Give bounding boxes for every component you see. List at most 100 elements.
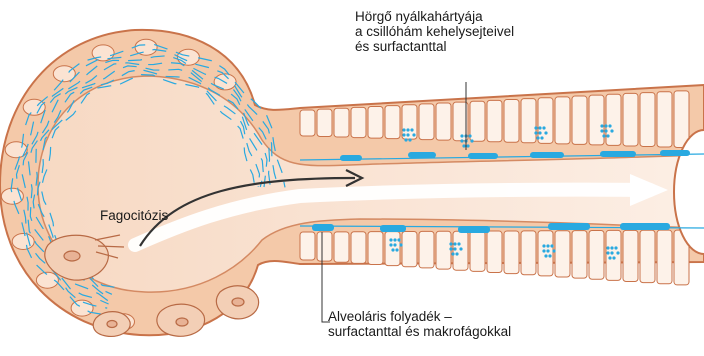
surfactant-dot — [455, 252, 458, 255]
epithelial-cell — [623, 93, 638, 146]
epithelial-cell — [368, 107, 383, 139]
epithelial-cell — [419, 104, 434, 140]
surfactant-patch — [340, 155, 362, 161]
epithelial-cell — [504, 100, 519, 143]
surfactant-patch — [548, 223, 590, 230]
epithelial-cell — [521, 99, 536, 143]
surfactant-dot — [610, 129, 613, 132]
surfactant-dot — [610, 246, 613, 249]
surfactant-dot — [404, 138, 407, 141]
surfactant-dot — [536, 136, 539, 139]
alveolar-fluid-line-1: Alveoláris folyadék – — [328, 309, 511, 324]
surfactant-patch — [458, 226, 490, 233]
surfactant-dot — [550, 244, 553, 247]
surfactant-dot — [604, 129, 607, 132]
epithelial-cell — [300, 110, 315, 136]
surfactant-dot — [402, 128, 405, 131]
surfactant-dot — [457, 242, 460, 245]
surfactant-dot — [412, 133, 415, 136]
surfactant-dot — [462, 144, 465, 147]
surfactant-dot — [460, 134, 463, 137]
epithelial-cell — [606, 94, 621, 145]
epithelial-cell — [317, 232, 332, 261]
epithelial-cell — [419, 231, 434, 268]
epithelial-cell — [572, 231, 587, 279]
surfactant-dot — [600, 129, 603, 132]
surfactant-dot — [606, 251, 609, 254]
surfactant-patch — [312, 224, 334, 231]
epithelial-cell — [572, 96, 587, 144]
epithelial-cell — [555, 231, 570, 277]
alveolar-fluid-line-2: surfactanttal és makrofágokkal — [328, 324, 511, 339]
epithelial-cell — [640, 93, 655, 147]
surfactant-dot — [449, 247, 452, 250]
epithelial-cell — [334, 232, 349, 262]
surfactant-dot — [548, 254, 551, 257]
alveolar-cell — [12, 234, 34, 250]
surfactant-dot — [402, 133, 405, 136]
surfactant-dot — [608, 124, 611, 127]
epithelial-cell — [317, 109, 332, 136]
surfactant-dot — [389, 243, 392, 246]
surfactant-dot — [406, 128, 409, 131]
bronchus-mucosa-label: Hörgő nyálkahártyája a csillóhám kehelys… — [355, 9, 514, 54]
epithelial-cell — [334, 108, 349, 137]
surfactant-dot — [552, 249, 555, 252]
epithelial-cell — [385, 106, 400, 139]
surfactant-dot — [602, 134, 605, 137]
surfactant-dot — [546, 249, 549, 252]
surfactant-dot — [451, 252, 454, 255]
phagocytosis-label: Fagocitózis — [100, 208, 168, 223]
surfactant-dot — [459, 247, 462, 250]
epithelial-cell — [351, 232, 366, 264]
epithelial-cell — [487, 100, 502, 141]
epithelial-cell — [487, 231, 502, 272]
surfactant-patch — [468, 153, 498, 159]
surfactant-dot — [470, 139, 473, 142]
epithelial-cell — [300, 232, 315, 260]
surfactant-dot — [534, 126, 537, 129]
epithelial-cell — [555, 97, 570, 144]
surfactant-dot — [393, 243, 396, 246]
surfactant-dot — [466, 144, 469, 147]
surfactant-patch — [408, 152, 436, 158]
surfactant-dot — [391, 248, 394, 251]
surfactant-dot — [608, 256, 611, 259]
surfactant-patch — [380, 225, 406, 232]
epithelial-cell — [402, 231, 417, 266]
epithelial-cell — [521, 231, 536, 275]
surfactant-dot — [453, 242, 456, 245]
surfactant-dot — [606, 134, 609, 137]
bronchus-mucosa-line-2: a csillóhám kehelysejteivel — [355, 24, 514, 39]
surfactant-patch — [620, 223, 670, 230]
surfactant-dot — [389, 238, 392, 241]
surfactant-dot — [544, 131, 547, 134]
surfactant-dot — [542, 249, 545, 252]
epithelial-cell — [436, 231, 451, 269]
surfactant-patch — [600, 151, 636, 157]
surfactant-dot — [614, 246, 617, 249]
surfactant-dot — [468, 134, 471, 137]
alveolar-fluid-label: Alveoláris folyadék – surfactanttal és m… — [328, 309, 511, 339]
surfactant-dot — [616, 251, 619, 254]
surfactant-dot — [606, 246, 609, 249]
epithelial-cell — [351, 107, 366, 137]
epithelial-cell — [436, 103, 451, 140]
epithelial-cell — [589, 95, 604, 145]
surfactant-dot — [534, 131, 537, 134]
surfactant-dot — [542, 244, 545, 247]
epithelial-cell — [504, 231, 519, 274]
surfactant-dot — [449, 242, 452, 245]
surfactant-patch — [530, 152, 564, 158]
surfactant-patch — [660, 150, 690, 156]
epithelial-cell — [657, 230, 672, 284]
surfactant-dot — [542, 126, 545, 129]
bronchus-mucosa-line-1: Hörgő nyálkahártyája — [355, 9, 514, 24]
epithelial-cells-bottom — [300, 230, 689, 285]
epithelial-cell — [470, 101, 485, 141]
epithelial-cell — [368, 232, 383, 265]
surfactant-dot — [453, 247, 456, 250]
surfactant-dot — [604, 124, 607, 127]
epithelial-cell — [538, 231, 553, 276]
